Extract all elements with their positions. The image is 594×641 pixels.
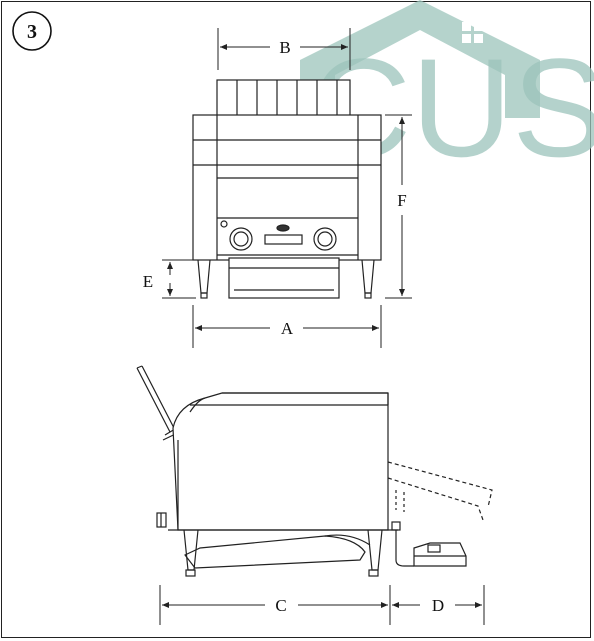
dimension-a bbox=[192, 305, 382, 348]
dimension-d bbox=[392, 585, 485, 625]
front-view bbox=[192, 79, 382, 299]
dimension-label-b: B bbox=[279, 38, 290, 57]
dimension-b bbox=[217, 28, 351, 70]
dimension-e bbox=[162, 259, 196, 299]
side-view bbox=[136, 365, 493, 577]
dimension-label-e: E bbox=[143, 272, 153, 291]
dimension-c bbox=[159, 585, 391, 625]
dimension-label-d: D bbox=[432, 596, 444, 615]
dimension-label-f: F bbox=[397, 191, 406, 210]
dimension-label-c: C bbox=[275, 596, 286, 615]
dimension-f bbox=[385, 114, 412, 299]
figure-number-badge: 3 bbox=[12, 11, 52, 51]
figure-number: 3 bbox=[27, 21, 37, 43]
dimension-label-a: A bbox=[281, 319, 294, 338]
